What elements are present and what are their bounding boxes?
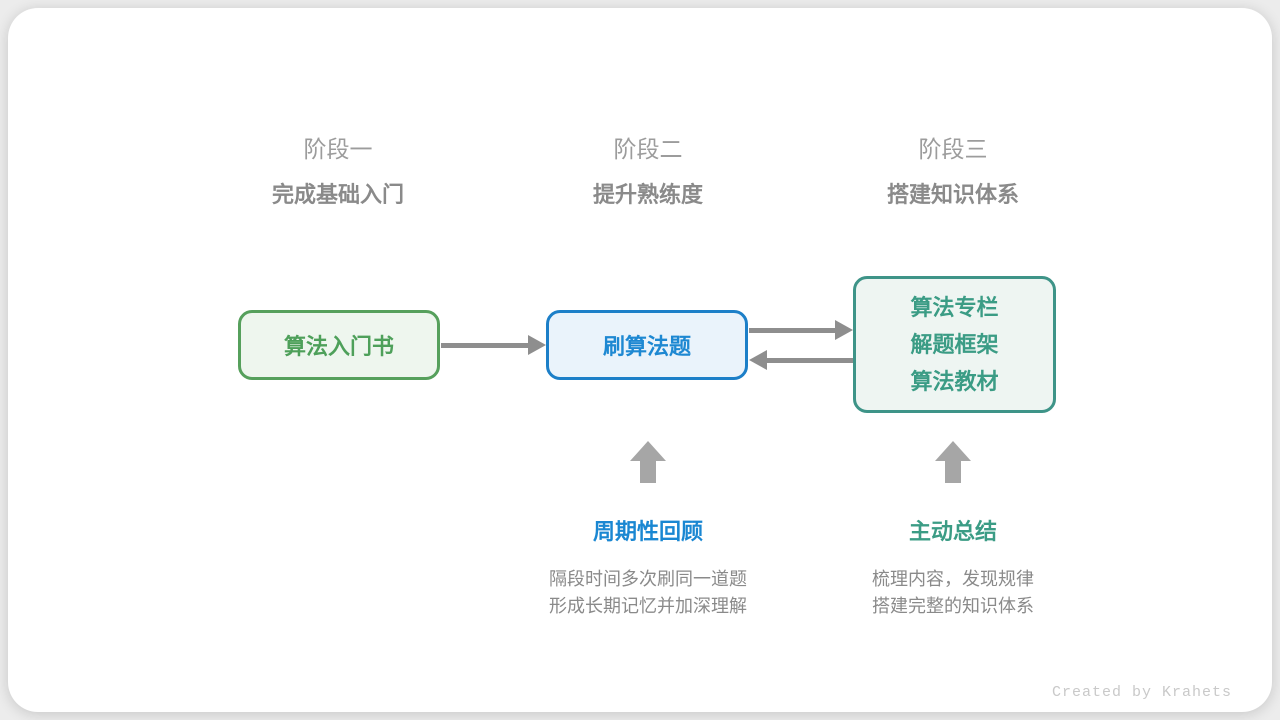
arrow-left-icon [749,350,853,370]
annotation-periodic-review: 周期性回顾 隔段时间多次刷同一道题 形成长期记忆并加深理解 [498,518,798,620]
annotation-desc-line-1: 梳理内容，发现规律 [872,569,1034,589]
arrow-right-icon [441,335,546,355]
node-resources-line-2: 解题框架 [910,332,999,357]
node-practice-label: 刷算法题 [602,334,691,359]
arrow-head [935,441,971,461]
stage-header-1: 阶段一 完成基础入门 [188,134,488,210]
annotation-title: 主动总结 [908,519,997,544]
stage-2-subtitle: 提升熟练度 [592,182,703,207]
annotation-description: 隔段时间多次刷同一道题 形成长期记忆并加深理解 [498,566,798,620]
stage-3-label: 阶段三 [918,136,988,162]
stage-1-subtitle: 完成基础入门 [271,182,404,207]
arrow-head [835,320,853,340]
arrow-shaft [749,327,838,333]
node-resources-line-1: 算法专栏 [910,295,999,320]
annotation-desc-line-2: 形成长期记忆并加深理解 [549,596,747,616]
arrow-shaft [640,461,656,483]
arrow-head [749,350,767,370]
arrow-head [630,441,666,461]
node-resources: 算法专栏 解题框架 算法教材 [853,276,1056,413]
diagram-card: 阶段一 完成基础入门 阶段二 提升熟练度 阶段三 搭建知识体系 算法入门书 刷算… [8,8,1272,712]
annotation-active-summary: 主动总结 梳理内容，发现规律 搭建完整的知识体系 [803,518,1103,620]
arrow-shaft [764,357,853,363]
annotation-title: 周期性回顾 [592,519,703,544]
stage-1-label: 阶段一 [303,136,373,162]
node-resources-line-3: 算法教材 [910,369,999,394]
annotation-desc-line-1: 隔段时间多次刷同一道题 [549,569,747,589]
node-practice: 刷算法题 [546,310,748,380]
stage-3-subtitle: 搭建知识体系 [886,182,1019,207]
annotation-description: 梳理内容，发现规律 搭建完整的知识体系 [803,566,1103,620]
node-intro-book-label: 算法入门书 [283,334,394,359]
annotation-desc-line-2: 搭建完整的知识体系 [872,596,1034,616]
credit-text: Created by Krahets [1051,684,1232,701]
stage-header-3: 阶段三 搭建知识体系 [803,134,1103,210]
node-intro-book: 算法入门书 [238,310,440,380]
arrow-head [528,335,546,355]
stage-2-label: 阶段二 [613,136,683,162]
arrow-up-icon [630,441,666,483]
arrow-shaft [945,461,961,483]
arrow-shaft [441,342,531,348]
arrow-up-icon [935,441,971,483]
arrow-right-icon [749,320,853,340]
stage-header-2: 阶段二 提升熟练度 [498,134,798,210]
